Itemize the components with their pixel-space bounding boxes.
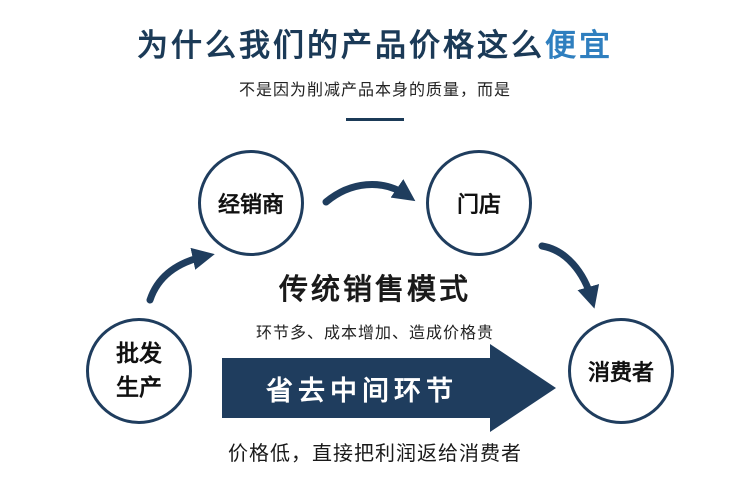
- node-distributor: 经销商: [198, 150, 304, 256]
- traditional-model-title: 传统销售模式: [278, 272, 471, 306]
- page-title: 为什么我们的产品价格这么便宜: [0, 20, 750, 65]
- arrow-store-to-consumer: [538, 242, 600, 309]
- node-wholesale-line2: 生产: [116, 375, 162, 401]
- node-store-label: 门店: [456, 193, 501, 218]
- node-wholesale-line1: 批发: [116, 341, 162, 367]
- title-accent: 便宜: [545, 28, 613, 64]
- title-divider: [346, 118, 404, 121]
- arrow-distributor-to-store: [322, 179, 416, 206]
- skip-middleman-band: [222, 344, 556, 432]
- arrow-wholesale-to-distributor: [146, 247, 215, 304]
- title-main: 为什么我们的产品价格这么: [137, 28, 545, 64]
- node-distributor-label: 经销商: [217, 193, 284, 218]
- node-store: 门店: [426, 150, 532, 256]
- traditional-model-subtitle: 环节多、成本增加、造成价格贵: [255, 323, 494, 342]
- node-wholesale: 批发 生产: [86, 318, 192, 424]
- skip-middleman-label: 省去中间环节: [266, 376, 458, 407]
- footer-text: 价格低，直接把利润返给消费者: [228, 441, 522, 465]
- node-consumer-label: 消费者: [587, 361, 654, 386]
- node-consumer: 消费者: [568, 318, 674, 424]
- page-subtitle: 不是因为削减产品本身的质量，而是: [238, 80, 511, 99]
